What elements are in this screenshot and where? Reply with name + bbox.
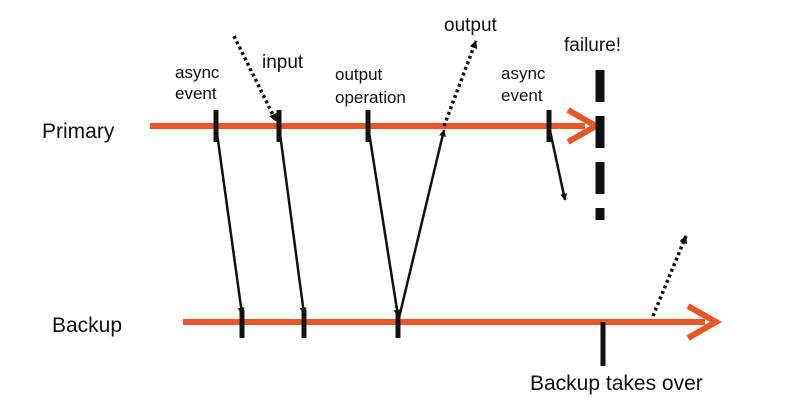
- log-arrow-output-operation: [366, 125, 401, 317]
- backup-event-ticks: [239, 310, 606, 366]
- input-label: input: [262, 52, 304, 73]
- backup-label: Backup: [52, 314, 122, 337]
- output-dotted-arrow: [442, 40, 478, 127]
- async-event-label-2-line2: event: [501, 86, 543, 105]
- async-event-label-1-line2: event: [175, 84, 217, 103]
- async-event-label-1-line1: async: [175, 63, 220, 82]
- backup-output-dotted-arrow: [651, 235, 688, 317]
- backup-timeline: [183, 303, 723, 341]
- output-operation-label-line1: output: [335, 65, 383, 84]
- output-operation-label-line2: operation: [335, 88, 406, 107]
- async-event-label-2-line1: async: [501, 64, 546, 83]
- failure-label: failure!: [564, 35, 621, 56]
- primary-label: Primary: [42, 120, 115, 143]
- lost-log-arrow: [547, 125, 568, 201]
- ack-arrow: [396, 129, 446, 323]
- input-dotted-arrow: [232, 35, 278, 122]
- log-arrow-async-event: [214, 125, 245, 315]
- output-label: output: [444, 15, 498, 36]
- backup-takes-over-label: Backup takes over: [530, 372, 703, 395]
- log-arrow-input: [277, 125, 307, 315]
